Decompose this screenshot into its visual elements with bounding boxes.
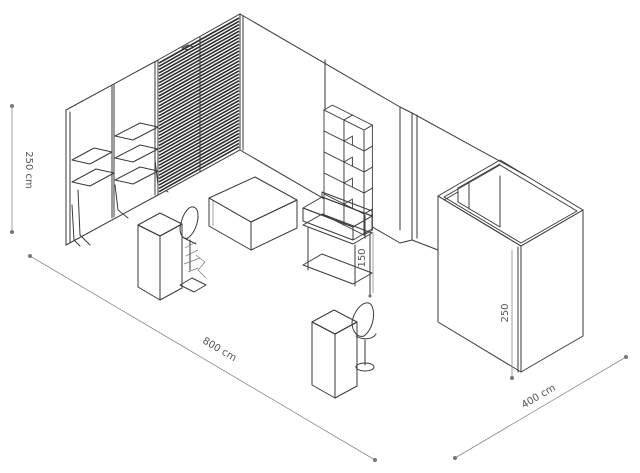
slat-line — [158, 17, 240, 64]
slat-line — [158, 30, 240, 77]
slat-line — [158, 126, 240, 173]
dimension-lines — [10, 104, 628, 462]
slat-line — [158, 47, 240, 94]
slat-line — [158, 83, 240, 130]
slat-line — [158, 20, 240, 67]
slat-line — [158, 70, 240, 117]
storage-room — [437, 159, 584, 373]
slat-line — [158, 132, 240, 180]
slat-line — [158, 63, 240, 110]
slat-line — [158, 33, 240, 81]
front-stool — [351, 302, 377, 372]
slat-line — [158, 27, 240, 74]
slat-line — [158, 93, 240, 140]
slat-wall-panel — [157, 13, 241, 196]
slat-line — [158, 56, 240, 104]
counter-height-label: 150 — [357, 248, 368, 267]
slat-line — [158, 136, 240, 183]
booth-height-label: 250 — [500, 303, 511, 322]
slat-line — [158, 50, 240, 97]
height-label-left: 250 cm — [23, 151, 34, 189]
back-wall — [239, 13, 401, 244]
depth-label: 400 cm — [520, 383, 558, 412]
slat-line — [158, 40, 240, 87]
slat-line — [158, 80, 240, 127]
slat-line — [158, 66, 240, 114]
slat-line — [158, 96, 240, 143]
slat-line — [158, 37, 240, 84]
cube-shelf — [323, 104, 374, 236]
slat-line — [158, 43, 240, 91]
slat-line — [158, 23, 240, 71]
slat-line — [158, 116, 240, 163]
left-stool — [179, 206, 207, 293]
slat-line — [158, 139, 240, 186]
slat-line — [158, 89, 240, 137]
display-table — [208, 176, 298, 251]
right-wall — [399, 106, 526, 251]
slat-line — [158, 129, 240, 176]
left-counter — [137, 212, 183, 301]
slat-line — [158, 119, 240, 166]
reception-counter — [302, 191, 373, 298]
slat-line — [158, 122, 240, 170]
front-counter — [311, 309, 358, 399]
slat-line — [158, 103, 240, 150]
wall-shelves — [71, 122, 169, 247]
slat-line — [158, 109, 240, 157]
slat-line — [158, 76, 240, 124]
slat-line — [158, 86, 240, 133]
slat-line — [158, 53, 240, 100]
slat-line — [158, 99, 240, 147]
slat-line — [158, 146, 240, 193]
slat-line — [158, 106, 240, 153]
slat-line — [158, 60, 240, 107]
slat-line — [158, 73, 240, 120]
slat-line — [158, 142, 240, 190]
cube-cell — [343, 114, 374, 131]
slat-line — [158, 113, 240, 160]
